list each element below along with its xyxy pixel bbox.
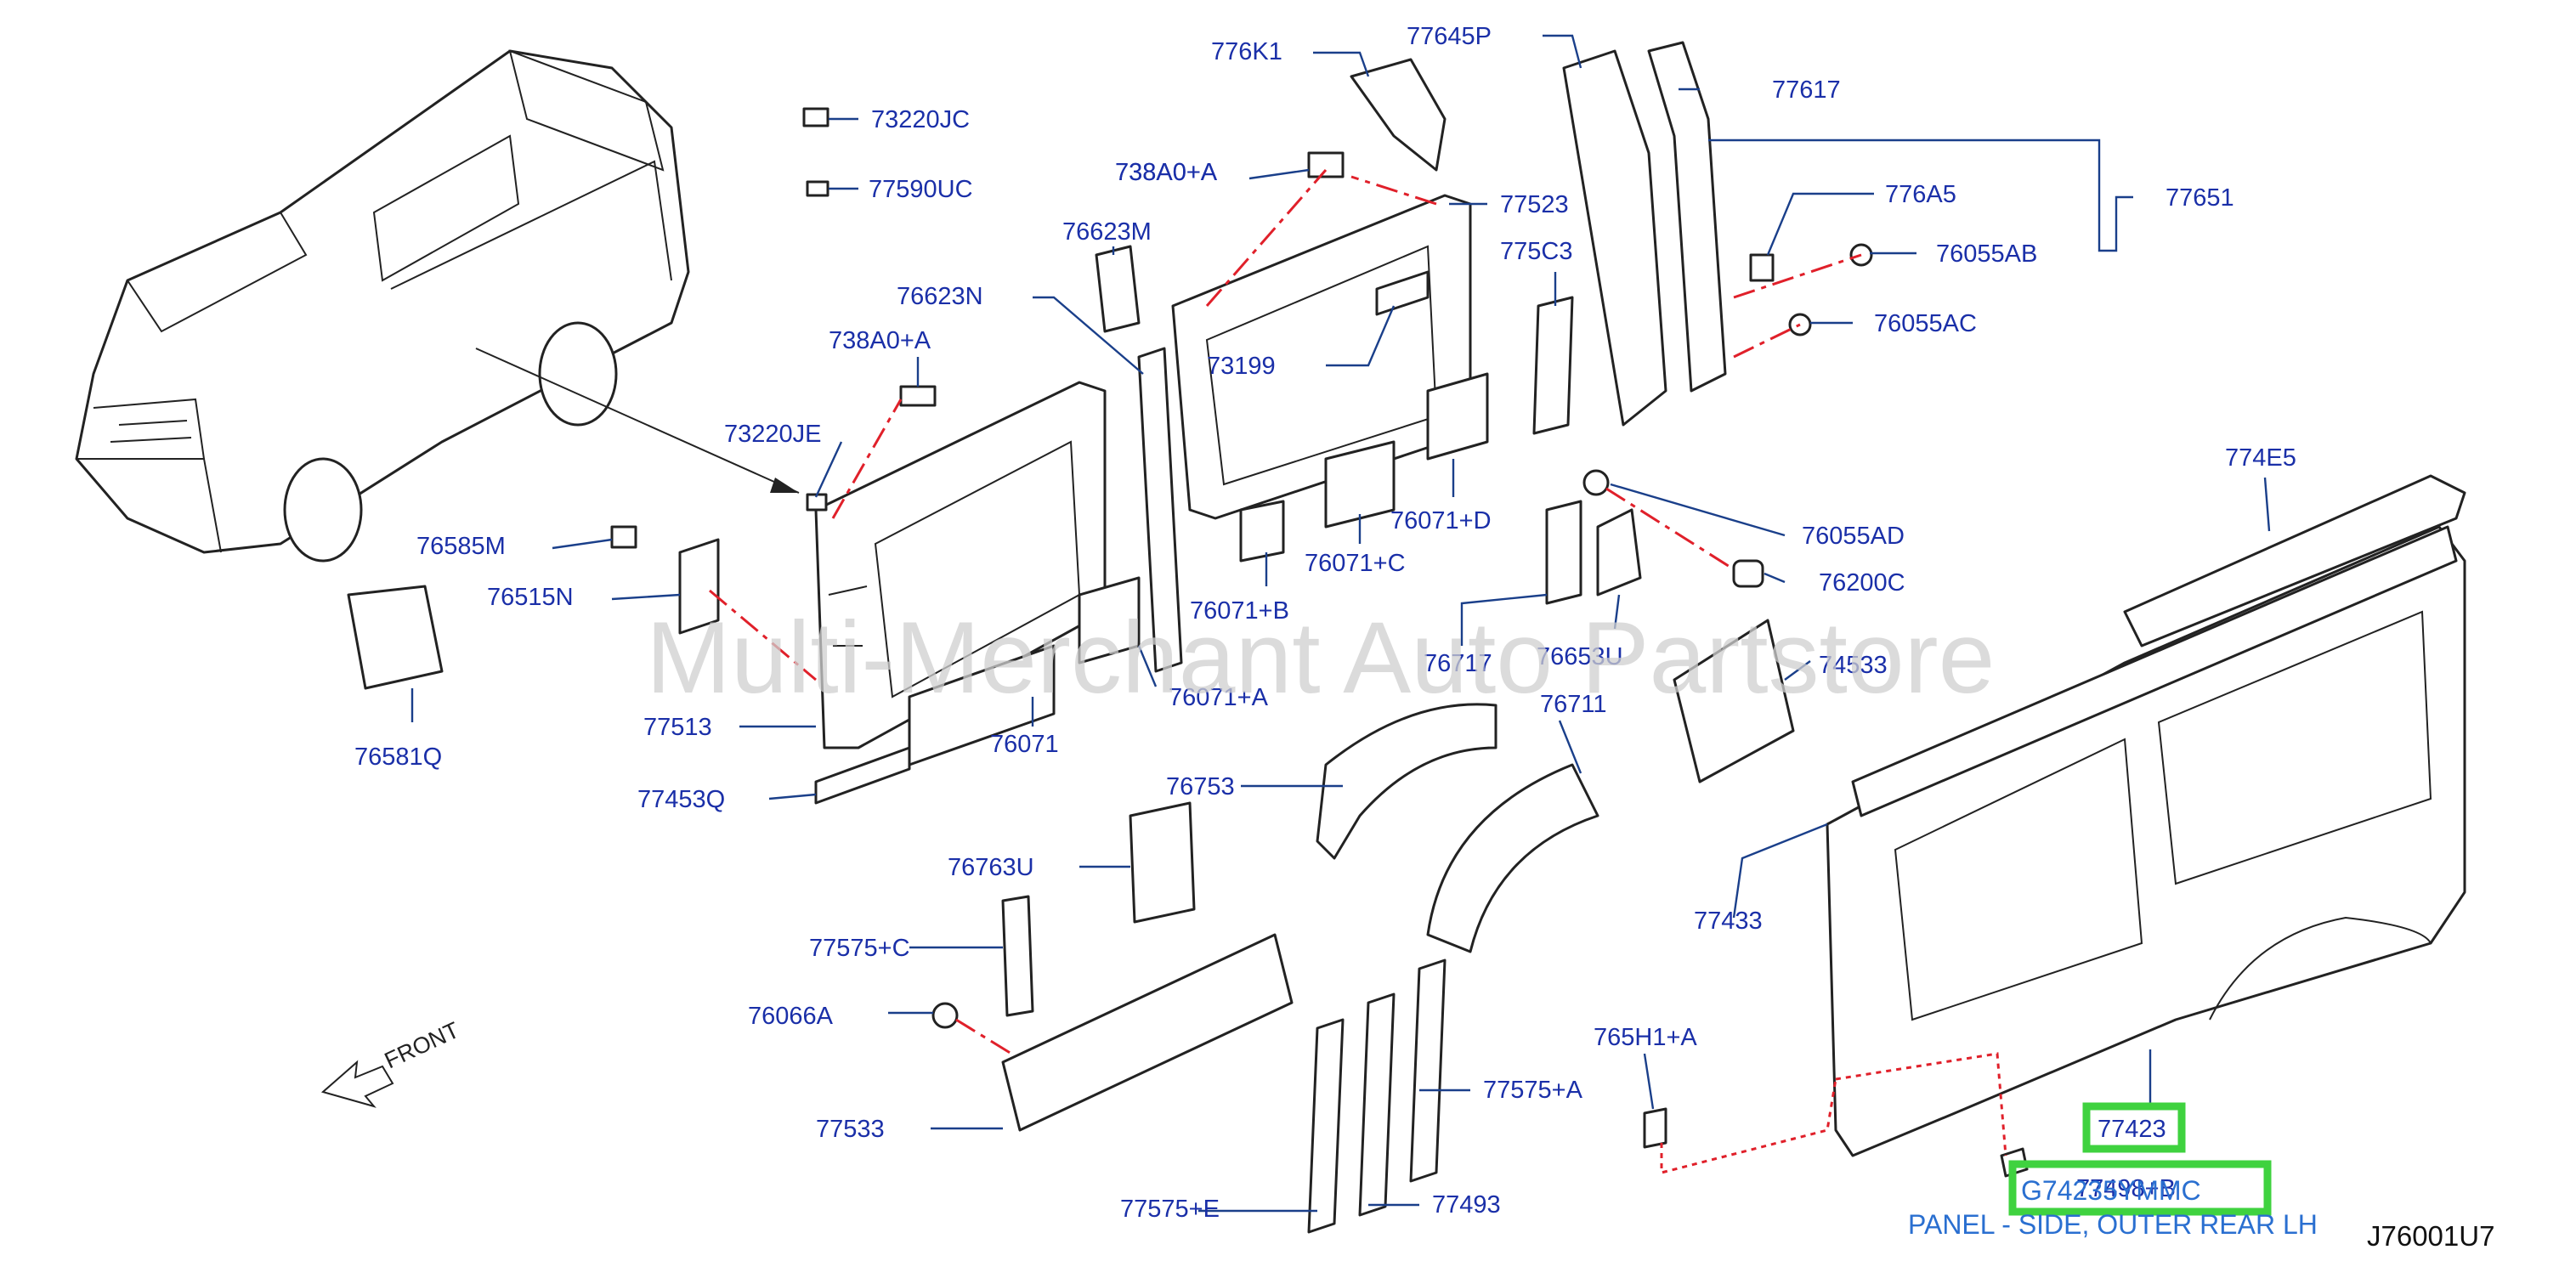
callout-76071A: 76071+A — [1169, 684, 1269, 711]
pillar-77645P — [1562, 49, 1667, 427]
wheelhouse-76711 — [1426, 763, 1599, 953]
panel-side-outer-rear-lh — [1826, 525, 2466, 1157]
front-arrow: FRONT — [320, 1017, 463, 1108]
bracket-775C3 — [1532, 296, 1574, 435]
clip-77590UC — [806, 180, 829, 197]
callout-776K1: 776K1 — [1211, 38, 1282, 65]
part-caption: PANEL - SIDE, OUTER REAR LH — [1908, 1209, 2318, 1240]
bracket-76071-b — [1239, 500, 1285, 563]
callout-77533: 77533 — [816, 1116, 885, 1143]
callout-76763U: 76763U — [948, 854, 1034, 881]
callout-77493: 77493 — [1432, 1191, 1501, 1219]
bracket-76071-c — [1324, 440, 1396, 529]
bracket-76071-d — [1426, 372, 1489, 461]
callout-76055AB: 76055AB — [1936, 240, 2037, 268]
bracket-738A0-left — [899, 385, 937, 407]
callout-77645P: 77645P — [1407, 23, 1492, 50]
wheelhouse-76753 — [1316, 703, 1497, 860]
callout-76711: 76711 — [1540, 691, 1607, 718]
callout-765H1A: 765H1+A — [1594, 1024, 1697, 1051]
leader-lines — [410, 34, 2271, 1213]
callout-776A5: 776A5 — [1885, 181, 1956, 208]
callout-77617: 77617 — [1772, 76, 1841, 104]
bracket-74533 — [1673, 619, 1795, 783]
callout-76623N: 76623N — [897, 283, 983, 310]
watermark: Multi-Merchant Auto Partstore — [646, 601, 1995, 715]
rail-774E5 — [2123, 474, 2466, 647]
callout-738A0A-top: 738A0+A — [1115, 159, 1218, 186]
bracket-76515N — [678, 538, 720, 635]
pillar-77617 — [1647, 41, 1727, 393]
callout-76581Q: 76581Q — [354, 744, 442, 771]
callout-73220JC: 73220JC — [871, 106, 970, 133]
pillar-77575-a — [1409, 958, 1447, 1183]
bracket-76653U — [1596, 508, 1642, 597]
callout-labels: 73220JC 77590UC 738A0+A 73220JE 76585M 7… — [354, 23, 2296, 1223]
callout-76200C: 76200C — [1819, 569, 1905, 597]
callout-77575C: 77575+C — [809, 935, 910, 962]
bolt-76055AD — [1582, 469, 1610, 496]
callout-76585M: 76585M — [416, 533, 506, 560]
callout-77575E: 77575+E — [1120, 1196, 1220, 1223]
bracket-73199 — [1375, 270, 1430, 316]
callout-76055AD: 76055AD — [1802, 523, 1905, 550]
front-label: FRONT — [381, 1017, 463, 1073]
bracket-776K1 — [1350, 58, 1447, 172]
callout-76623M: 76623M — [1062, 218, 1152, 246]
callout-77513: 77513 — [643, 714, 712, 741]
callout-76071D: 76071+D — [1390, 507, 1492, 534]
callout-76753: 76753 — [1166, 773, 1235, 800]
reinf-77453Q — [814, 746, 911, 805]
callout-76071B: 76071+B — [1190, 597, 1289, 625]
bracket-776A5 — [1749, 253, 1775, 282]
van-illustration — [75, 49, 690, 563]
callout-76071C: 76071+C — [1305, 550, 1406, 577]
callout-77453Q: 77453Q — [637, 786, 725, 813]
bracket-76581Q — [347, 585, 444, 690]
bracket-76763U — [1129, 801, 1196, 924]
callout-77651: 77651 — [2166, 184, 2234, 212]
callout-73199: 73199 — [1207, 353, 1276, 380]
clip-76585M — [610, 525, 637, 549]
bushing-76200C — [1732, 559, 1764, 588]
callout-774E5: 774E5 — [2225, 444, 2296, 472]
callout-77423: 77423 — [2098, 1116, 2166, 1143]
clip-73220JC — [802, 107, 829, 127]
pillar-77493 — [1358, 992, 1396, 1217]
pillar-77575-e — [1307, 1018, 1345, 1234]
callout-73220JE: 73220JE — [724, 421, 822, 448]
callout-76055AC: 76055AC — [1874, 310, 1977, 337]
callout-738A0A-mid: 738A0+A — [1115, 159, 1218, 186]
callout-76515N: 76515N — [487, 584, 574, 611]
callout-76066A: 76066A — [748, 1003, 834, 1030]
bracket-738A0-top — [1307, 151, 1345, 178]
callout-76717: 76717 — [1424, 650, 1492, 677]
bolt-76066A — [931, 1002, 959, 1029]
clip-765H1 — [1643, 1107, 1667, 1149]
highlight-box-secondary — [2008, 1160, 2272, 1216]
bracket-76623M — [1095, 245, 1141, 333]
reinf-76071 — [908, 644, 1056, 766]
callout-738A0A-left: 738A0+A — [829, 327, 931, 354]
callout-775C3: 775C3 — [1500, 238, 1572, 265]
callout-77575A: 77575+A — [1483, 1077, 1583, 1104]
highlight-box-77423 — [2082, 1102, 2186, 1153]
highlight-secondary-code: G74235YMMC — [2021, 1175, 2201, 1206]
bracket-77575-c — [1001, 895, 1034, 1017]
callout-76653U: 76653U — [1537, 643, 1623, 670]
callout-76071: 76071 — [990, 731, 1059, 758]
callout-77590UC: 77590UC — [869, 176, 973, 203]
diagram-code: J76001U7 — [2367, 1220, 2494, 1252]
callout-74533: 74533 — [1819, 652, 1888, 679]
callout-77523: 77523 — [1500, 191, 1569, 218]
callout-77433: 77433 — [1694, 908, 1763, 935]
pillar-76623N — [1137, 347, 1183, 673]
panel-77533 — [1001, 933, 1294, 1132]
bracket-76717 — [1545, 500, 1582, 605]
callout-77498B: 77498+B — [2076, 1175, 2176, 1202]
